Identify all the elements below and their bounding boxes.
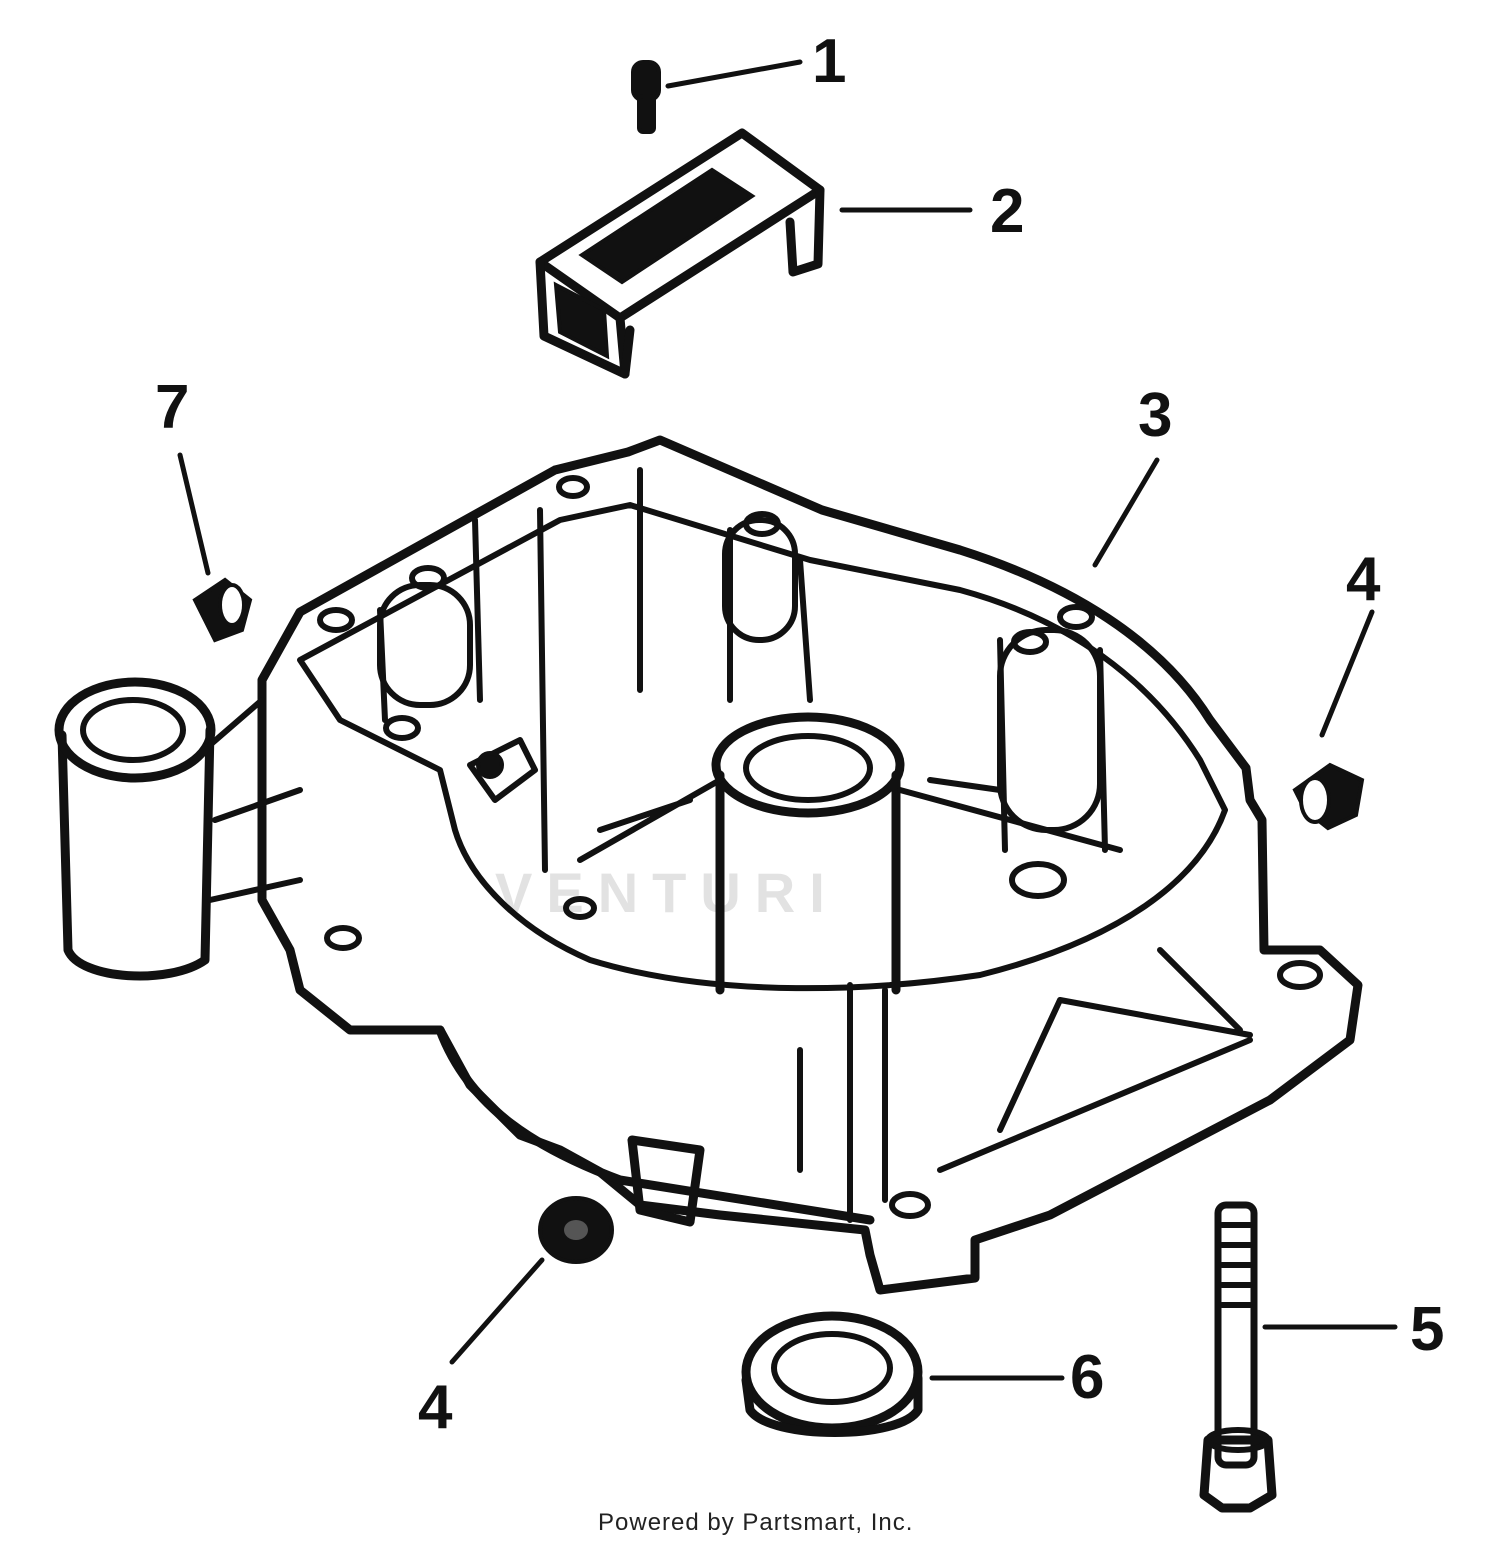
callout-7: 7	[155, 373, 189, 442]
part-2-bracket[interactable]	[535, 128, 825, 379]
part-1-screw[interactable]	[631, 60, 661, 134]
part-7-dowel[interactable]	[192, 577, 253, 643]
part-6-seal[interactable]	[741, 1311, 923, 1437]
credit-text: Powered by Partsmart, Inc.	[598, 1509, 913, 1536]
leader-lines	[177, 59, 1398, 1381]
watermark: VENTURI	[495, 861, 839, 924]
callout-4-bottom: 4	[418, 1373, 453, 1442]
callout-4-right: 4	[1346, 545, 1381, 614]
part-3-crankcase[interactable]	[257, 435, 1363, 1295]
side-boss-cylinder	[54, 677, 303, 981]
callout-5: 5	[1410, 1295, 1444, 1364]
part-4-nut-bottom[interactable]	[538, 1196, 614, 1264]
callout-3: 3	[1138, 381, 1172, 450]
part-4-plug-right[interactable]	[1292, 762, 1365, 831]
callout-6: 6	[1070, 1343, 1104, 1412]
part-5-bolt[interactable]	[1199, 1201, 1277, 1513]
callout-1: 1	[812, 27, 846, 96]
callout-2: 2	[990, 177, 1024, 246]
